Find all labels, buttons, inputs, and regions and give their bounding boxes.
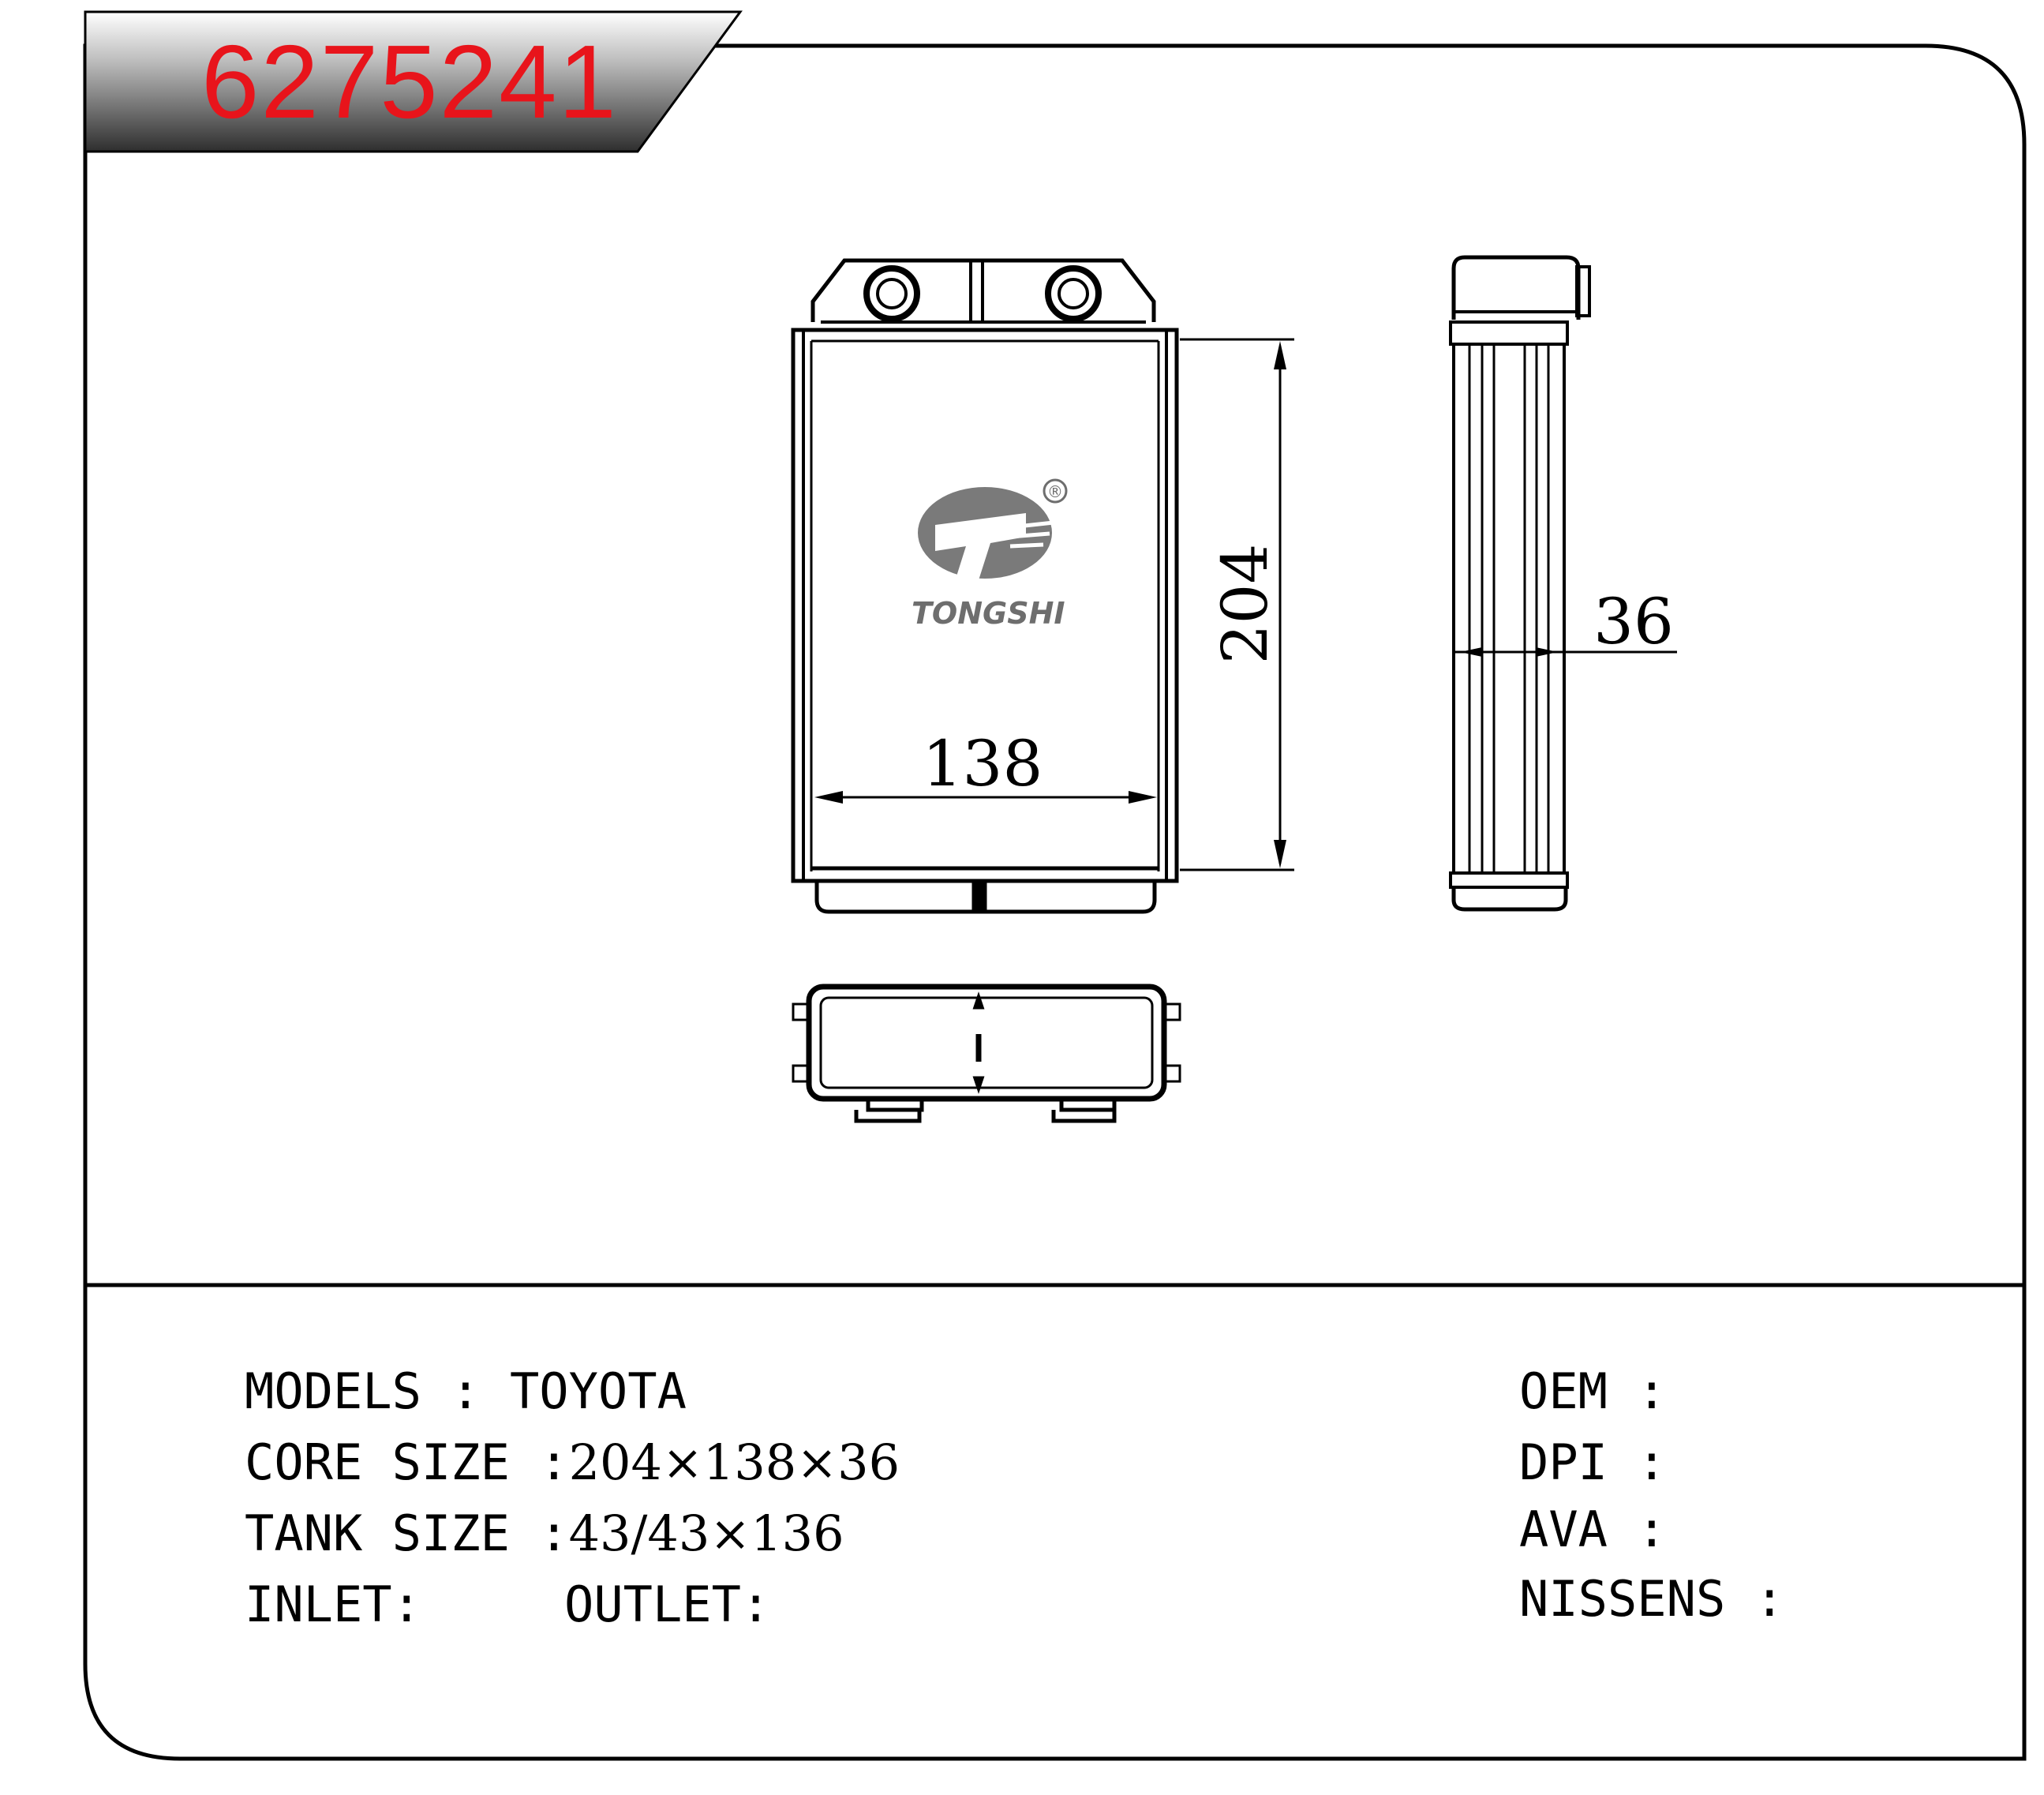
nissens-row: NISSENS : [1519,1575,1784,1624]
dimension-height: 204 [1208,544,1282,665]
ava-label: AVA : [1519,1501,1667,1558]
inlet-row: INLET: [245,1580,421,1629]
tank-size-label: TANK SIZE : [245,1505,569,1562]
part-number-banner [84,10,743,153]
dimension-width: 138 [923,727,1043,800]
dpi-label: DPI : [1519,1433,1667,1491]
core-size-value: 204×138×36 [568,1433,900,1491]
oem-label: OEM : [1519,1362,1667,1420]
dimension-depth: 36 [1593,585,1674,658]
outlet-row: OUTLET: [564,1580,770,1629]
part-number-title: 6275241 [201,24,618,140]
oem-row: OEM : [1519,1367,1667,1416]
outer-frame [83,43,2027,1761]
models-row: MODELS : TOYOTA [245,1367,687,1416]
nissens-label: NISSENS : [1519,1570,1784,1628]
tank-size-row: TANK SIZE :43/43×136 [245,1509,844,1558]
core-size-label: CORE SIZE : [245,1433,569,1491]
ava-row: AVA : [1519,1505,1667,1554]
models-value: TOYOTA [509,1362,687,1420]
front-view [791,258,1294,914]
models-label: MODELS : [245,1362,510,1420]
logo-text: TONGSHI [912,596,1065,631]
side-view [1449,255,1677,912]
core-size-row: CORE SIZE :204×138×36 [245,1438,900,1487]
tongshi-logo: ® TONGSHI [912,478,1068,631]
registered-mark: ® [1047,482,1063,501]
inlet-label: INLET: [245,1576,421,1633]
top-view [792,984,1181,1123]
dpi-row: DPI : [1519,1438,1667,1487]
outlet-label: OUTLET: [564,1576,771,1633]
tank-size-value: 43/43×136 [568,1505,844,1562]
